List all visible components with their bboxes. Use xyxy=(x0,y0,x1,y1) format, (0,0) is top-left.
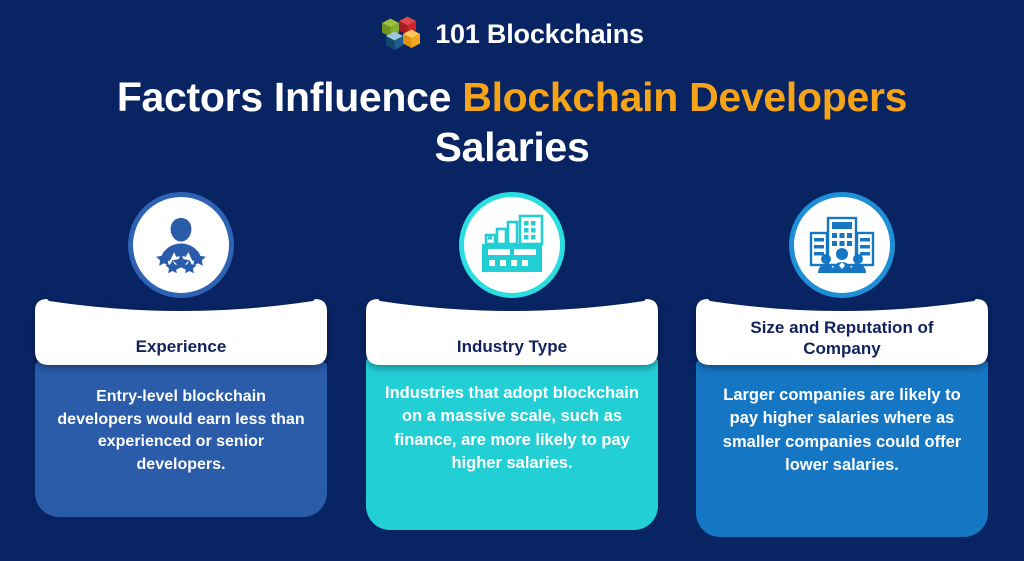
office-building-with-people-icon xyxy=(809,216,875,273)
factor-description-size-reputation: Larger companies are likely to pay highe… xyxy=(722,386,962,475)
icon-badge-experience xyxy=(128,192,234,298)
body-panel-size-reputation: Larger companies are likely to pay highe… xyxy=(696,360,988,537)
factory-industry-building-icon xyxy=(482,214,544,272)
icon-badge-industry-type xyxy=(459,192,565,298)
plaque-shape xyxy=(35,299,327,365)
plaque-shape xyxy=(696,299,988,365)
factor-description-experience: Entry-level blockchain developers would … xyxy=(57,388,305,474)
page-title-part1: Factors Influence xyxy=(116,74,463,120)
factor-description-industry-type: Industries that adopt blockchain on a ma… xyxy=(385,384,639,473)
brand-header: 101 Blockchains xyxy=(0,12,1024,56)
plaque-experience: Experience xyxy=(35,293,327,365)
factor-title-experience: Experience xyxy=(135,336,227,356)
body-panel-experience: Entry-level blockchain developers would … xyxy=(35,362,327,517)
four-cubes-logo-icon xyxy=(382,16,421,50)
factor-cards-row: Experience Entry-level blockchain develo… xyxy=(0,192,1024,537)
plaque-size-reputation: Size and Reputation of Company xyxy=(696,293,988,365)
plaque-shape xyxy=(366,299,658,365)
brand-name: 101 Blockchains xyxy=(435,18,644,49)
factor-title-size-reputation: Size and Reputation of Company xyxy=(750,317,934,358)
page-title-part2: Salaries xyxy=(434,124,590,171)
factor-title-industry-type: Industry Type xyxy=(456,336,568,356)
icon-badge-size-reputation xyxy=(789,192,895,298)
body-panel-industry-type: Industries that adopt blockchain on a ma… xyxy=(366,358,658,530)
plaque-industry-type: Industry Type xyxy=(366,293,658,365)
person-with-five-stars-icon xyxy=(156,218,206,274)
page-title-accent: Blockchain Developers xyxy=(462,74,908,120)
page-title: Factors Influence Blockchain Developers … xyxy=(52,72,972,172)
